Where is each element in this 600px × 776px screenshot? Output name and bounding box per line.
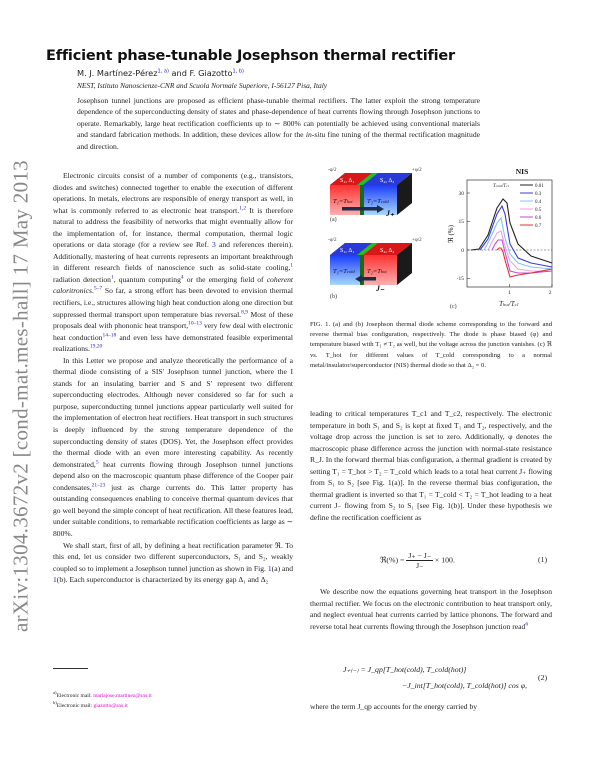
svg-text:0.4: 0.4: [535, 200, 542, 205]
figure-link[interactable]: 1: [267, 563, 272, 573]
svg-text:(b): (b): [330, 293, 337, 300]
svg-text:0.5: 0.5: [535, 208, 542, 213]
svg-text:J₋: J₋: [375, 284, 385, 293]
equation-2-line1: J₊₍₋₎ = J_qp[T_hot(cold), T_cold(hot)]: [343, 665, 467, 674]
svg-text:+φ/2: +φ/2: [412, 238, 422, 243]
svg-text:T₁=Tcold: T₁=Tcold: [333, 268, 355, 275]
svg-text:S₁, Δ₁: S₁, Δ₁: [340, 248, 354, 254]
figure-1: S₁, Δ₁ S₂, Δ₂ T₁=Thot T₂=Tcold J₊ -φ/2 +…: [300, 163, 600, 321]
citation-link[interactable]: 1: [290, 262, 293, 269]
arxiv-stamp-text: arXiv:1304.3672v2 [cond-mat.mes-hall] 17…: [8, 159, 33, 632]
svg-text:0.6: 0.6: [535, 216, 542, 221]
paragraph: Electronic circuits consist of a number …: [53, 171, 293, 354]
footnote-divider: [53, 668, 88, 669]
author-join: and: [168, 68, 190, 78]
svg-text:Thot/Tc1: Thot/Tc1: [499, 300, 519, 308]
arxiv-stamp: arXiv:1304.3672v2 [cond-mat.mes-hall] 17…: [6, 160, 36, 632]
author-mark[interactable]: 1, a): [157, 68, 169, 75]
citation-link[interactable]: 8,9: [241, 309, 248, 316]
author-list: M. J. Martínez-Pérez1, a) and F. Giazott…: [77, 68, 244, 78]
svg-text:Tcold/Tc1: Tcold/Tc1: [493, 184, 510, 189]
svg-text:T₂=Thot: T₂=Thot: [367, 268, 387, 275]
svg-text:J₊: J₊: [385, 209, 395, 218]
figure-caption: FIG. 1. (a) and (b) Josephson thermal di…: [310, 321, 552, 369]
panel-a-diagram: S₁, Δ₁ S₂, Δ₂ T₁=Thot T₂=Tcold J₊ -φ/2 +…: [328, 168, 422, 223]
svg-text:30: 30: [459, 191, 465, 197]
citation-link[interactable]: 4: [180, 274, 184, 281]
figure-graphic: S₁, Δ₁ S₂, Δ₂ T₁=Thot T₂=Tcold J₊ -φ/2 +…: [328, 167, 553, 310]
svg-text:1: 1: [508, 290, 511, 296]
chart-legend: Tcold/Tc1 0.01 0.3 0.4 0.5 0.6 0.7: [493, 184, 544, 229]
equation-2-line2: −J_int[T_hot(cold), T_cold(hot)] cos φ,: [402, 681, 528, 690]
citation-link[interactable]: 1,2: [239, 205, 247, 212]
footnote: a)Electronic mail: mariajose.martinez@sn…: [53, 690, 152, 699]
svg-text:2: 2: [549, 290, 552, 296]
citation-link[interactable]: 19,20: [89, 343, 103, 350]
citation-link[interactable]: 10–13: [188, 320, 202, 327]
citation-link[interactable]: 14–18: [102, 332, 117, 339]
paper-title: Efficient phase-tunable Josephson therma…: [46, 48, 455, 64]
panel-b-diagram: S₁, Δ₁ S₂, Δ₂ T₁=Tcold T₂=Thot J₋ -φ/2 +…: [328, 238, 422, 300]
equation-1: ℜ(%) = J₊ − J₋ J₋ × 100.: [380, 551, 455, 570]
citation-link[interactable]: 5–7: [93, 285, 103, 292]
citation-link[interactable]: 5: [95, 459, 99, 466]
svg-text:T₂=Tcold: T₂=Tcold: [367, 198, 389, 205]
svg-text:T₁=Thot: T₁=Thot: [333, 198, 353, 205]
abstract: Josephson tunnel junctions are proposed …: [77, 96, 480, 151]
svg-text:0: 0: [461, 248, 464, 254]
paragraph: In this Letter we propose and analyze th…: [53, 355, 293, 538]
left-column: Electronic circuits consist of a number …: [53, 170, 293, 586]
email-link[interactable]: mariajose.martinez@sns.it: [93, 692, 152, 699]
svg-text:ℜ (%): ℜ (%): [447, 224, 455, 243]
svg-text:0.7: 0.7: [535, 224, 542, 229]
author-mark[interactable]: 1, b): [232, 68, 244, 75]
svg-text:-φ/2: -φ/2: [328, 238, 337, 243]
email-link[interactable]: giazotto@sns.it: [93, 702, 128, 709]
panel-c-chart: NIS 30 15 0 -15 1 2 Thot/Tc1 ℜ (%) (c): [447, 167, 553, 310]
right-column: leading to critical temperatures T_c1 an…: [310, 408, 552, 523]
right-column-continued: We describe now the equations governing …: [310, 586, 552, 632]
citation-link[interactable]: 3: [212, 240, 216, 250]
paragraph: We shall start, first of all, by definin…: [53, 540, 293, 585]
svg-text:15: 15: [459, 219, 465, 225]
author-name: M. J. Martínez-Pérez: [77, 68, 158, 78]
svg-text:(c): (c): [450, 303, 457, 310]
citation-link[interactable]: 6: [525, 621, 529, 628]
footnote: b)Electronic mail: giazotto@sns.it: [53, 700, 128, 709]
paragraph: We describe now the equations governing …: [310, 587, 552, 631]
citation-link[interactable]: 1: [110, 274, 114, 281]
paragraph: where the term J_qp accounts for the ene…: [310, 702, 478, 711]
svg-text:S₂, Δ₂: S₂, Δ₂: [380, 178, 394, 184]
svg-text:+φ/2: +φ/2: [412, 168, 422, 173]
svg-text:NIS: NIS: [516, 167, 529, 176]
svg-text:-φ/2: -φ/2: [328, 168, 337, 173]
affiliation: NEST, Istituto Nanoscienze-CNR and Scuol…: [77, 81, 328, 90]
svg-text:S₁, Δ₁: S₁, Δ₁: [340, 178, 354, 184]
citation-link[interactable]: 21–23: [91, 482, 106, 489]
author-name: F. Giazotto: [189, 68, 233, 78]
svg-text:0.01: 0.01: [535, 184, 544, 189]
svg-text:0.3: 0.3: [535, 192, 542, 197]
svg-text:(a): (a): [330, 216, 337, 223]
svg-text:S₂, Δ₂: S₂, Δ₂: [380, 248, 394, 254]
figure-link[interactable]: 1: [53, 575, 57, 585]
equation-number: (2): [538, 673, 548, 682]
equation-number: (1): [538, 555, 548, 564]
svg-text:-15: -15: [457, 276, 465, 282]
paragraph: leading to critical temperatures T_c1 an…: [310, 409, 552, 522]
